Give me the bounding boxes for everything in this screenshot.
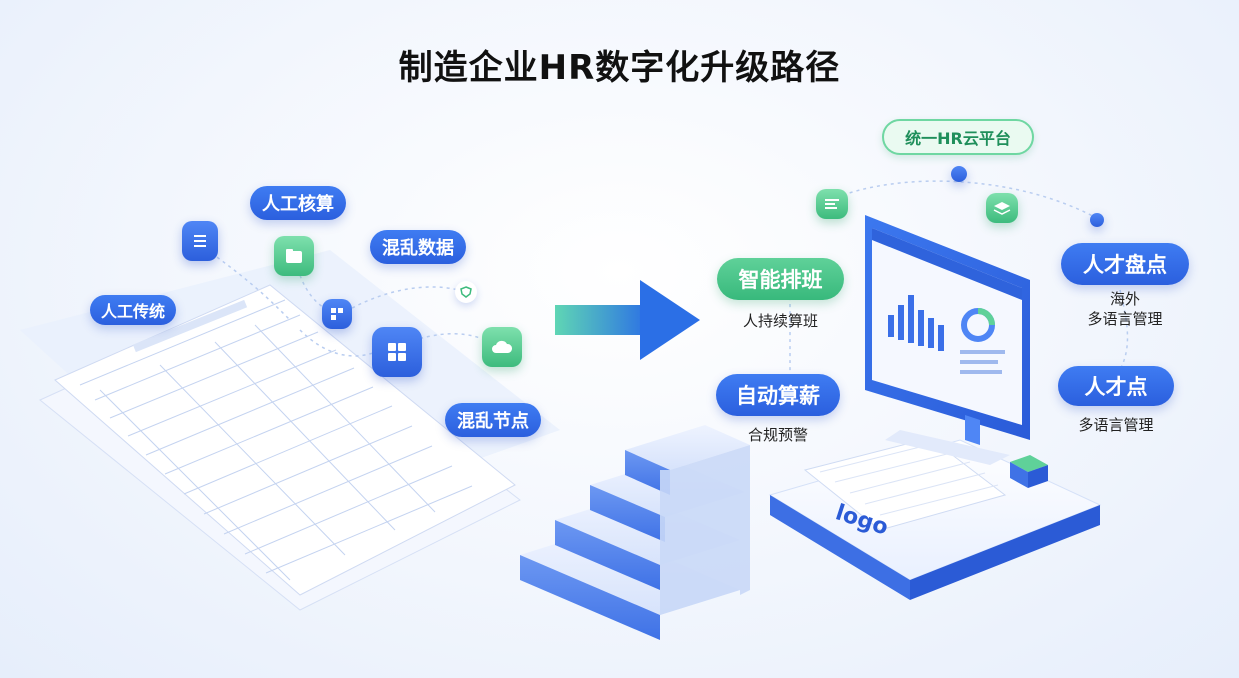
folder-icon <box>274 236 314 276</box>
apps-icon <box>372 327 422 377</box>
shield-icon <box>455 281 477 303</box>
label-messy-data: 混乱数据 <box>370 230 466 264</box>
document-icon <box>182 221 218 261</box>
label-messy-nodes: 混乱节点 <box>445 403 541 437</box>
cloud-icon <box>482 327 522 367</box>
layers-icon <box>986 193 1018 223</box>
talent-inventory-sub-1: 海外 <box>1109 290 1140 308</box>
label-smart-schedule: 智能排班 <box>717 258 844 300</box>
smart-schedule-sub: 人持续算班 <box>742 312 818 330</box>
transition-arrow <box>555 280 700 360</box>
data-block <box>1010 455 1048 488</box>
label-auto-payroll: 自动算薪 <box>716 374 840 416</box>
stairs <box>520 425 750 640</box>
page-title: 制造企业HR数字化升级路径 <box>398 48 841 88</box>
grid-icon <box>322 299 352 329</box>
monitor <box>865 215 1030 465</box>
label-manual-calc: 人工核算 <box>250 186 346 220</box>
keyboard <box>803 437 1007 531</box>
node-dot-icon <box>951 166 967 182</box>
chat-icon <box>816 189 848 219</box>
small-shield-icon <box>1090 213 1104 227</box>
talent-inventory-sub-2: 多语言管理 <box>1087 310 1163 328</box>
label-hr-cloud-platform: 统一HR云平台 <box>882 119 1034 155</box>
label-talent-point: 人才点 <box>1058 366 1174 406</box>
auto-payroll-sub: 合规预警 <box>747 426 808 444</box>
label-traditional: 人工传统 <box>90 295 176 325</box>
label-talent-inventory: 人才盘点 <box>1061 243 1189 285</box>
spreadsheet-paper <box>39 284 521 611</box>
talent-point-sub: 多语言管理 <box>1078 416 1154 434</box>
